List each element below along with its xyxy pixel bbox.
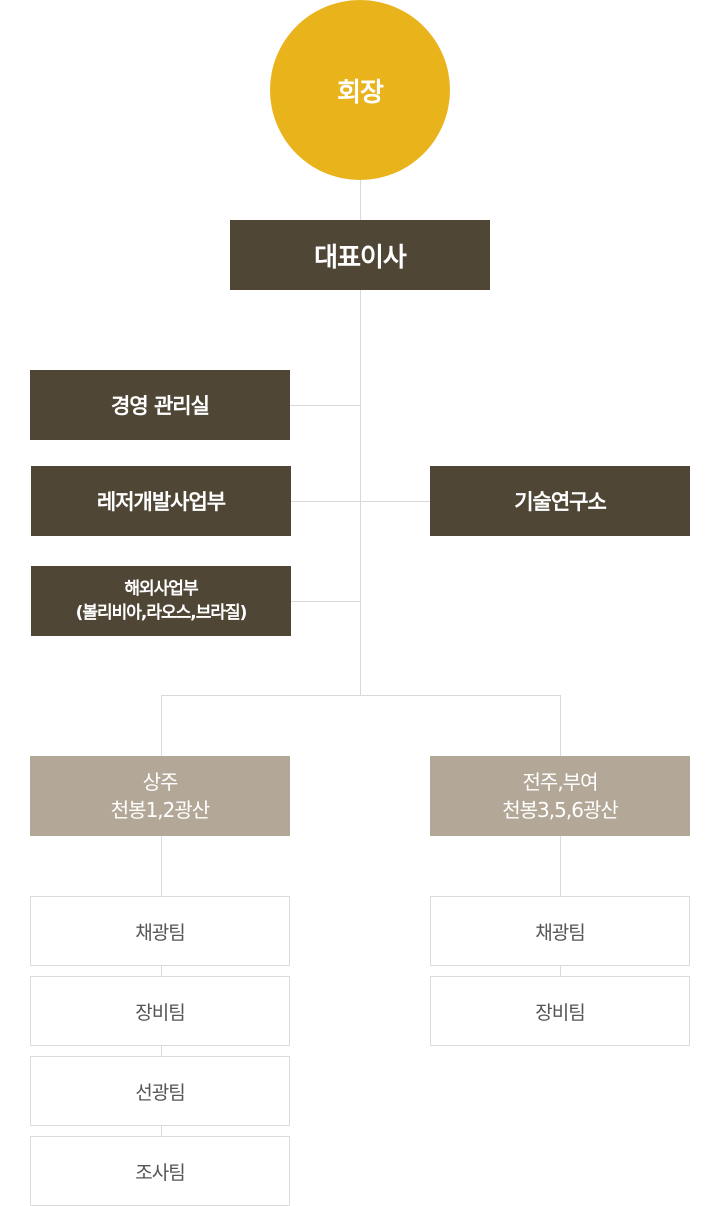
connector-line-main <box>360 180 361 696</box>
mine-left-name: 천봉1,2광산 <box>110 798 210 822</box>
chairman-node: 회장 <box>270 0 450 180</box>
mine-right-name: 천봉3,5,6광산 <box>502 798 618 822</box>
left-team-processing: 선광팀 <box>30 1056 290 1126</box>
connector-line-management <box>290 405 360 406</box>
left-team-mining: 채광팀 <box>30 896 290 966</box>
mine-node-right: 전주,부여 천봉3,5,6광산 <box>430 756 690 836</box>
connector-line-right-mine <box>560 695 561 756</box>
connector-line-left-mine <box>161 695 162 756</box>
management-office-node: 경영 관리실 <box>30 370 290 440</box>
connector-line-leisure-research <box>290 501 430 502</box>
ceo-node: 대표이사 <box>230 220 490 290</box>
right-team-equipment: 장비팀 <box>430 976 690 1046</box>
connector-line-overseas <box>290 601 360 602</box>
overseas-business-node: 해외사업부 (볼리비아,라오스,브라질) <box>31 566 291 636</box>
overseas-business-regions: (볼리비아,라오스,브라질) <box>75 603 248 623</box>
overseas-business-title: 해외사업부 <box>124 579 198 599</box>
mine-node-left: 상주 천봉1,2광산 <box>30 756 290 836</box>
right-team-mining: 채광팀 <box>430 896 690 966</box>
mine-left-location: 상주 <box>142 770 179 794</box>
leisure-development-node: 레저개발사업부 <box>31 466 291 536</box>
connector-line-mines <box>161 695 561 696</box>
mine-right-location: 전주,부여 <box>522 770 599 794</box>
left-team-equipment: 장비팀 <box>30 976 290 1046</box>
left-team-survey: 조사팀 <box>30 1136 290 1206</box>
research-institute-node: 기술연구소 <box>430 466 690 536</box>
